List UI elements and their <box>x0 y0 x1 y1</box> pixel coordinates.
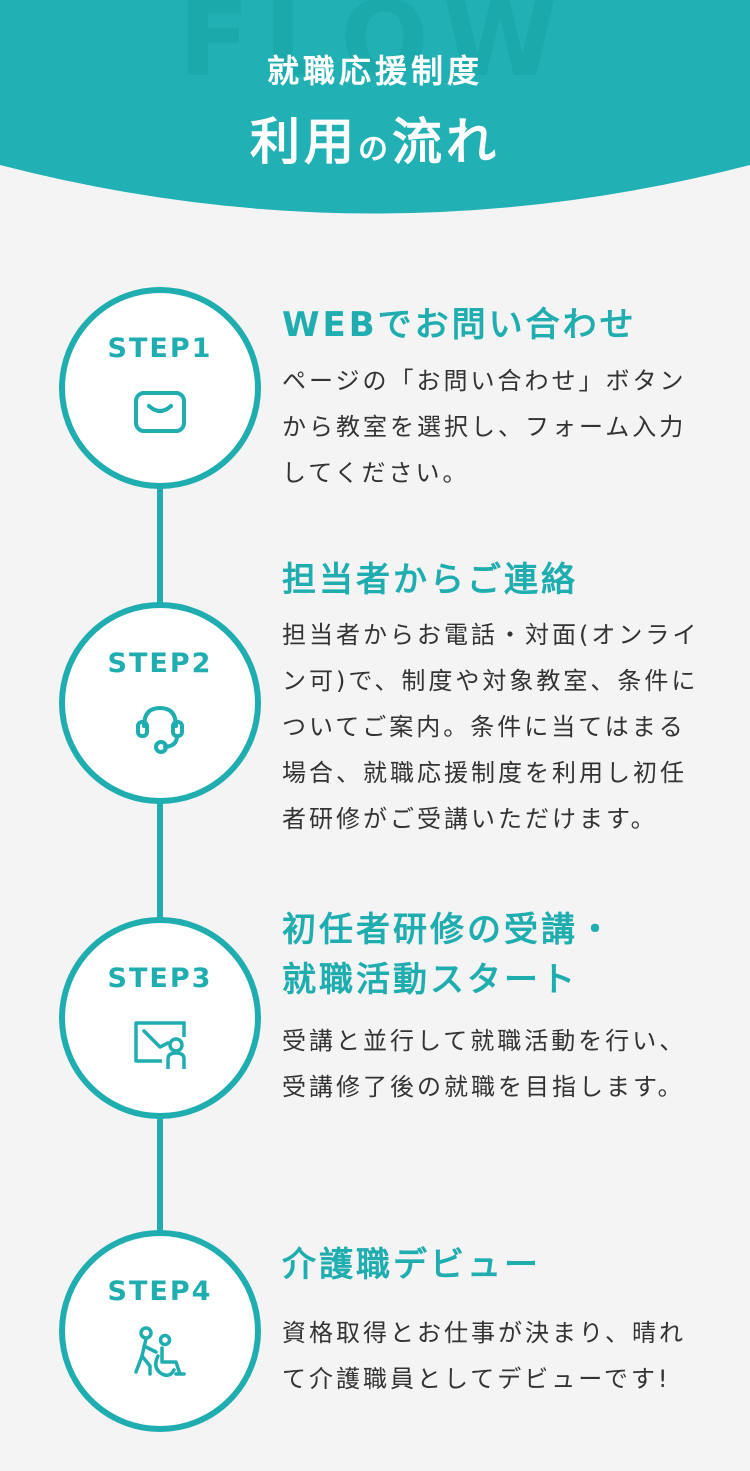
step4-description: 資格取得とお仕事が決まり、晴れて介護職員としてデビューです! <box>282 1319 687 1393</box>
step3-description: 受講と並行して就職活動を行い、受講修了後の就職を目指します。 <box>282 1027 687 1101</box>
step4-circle: STEP4 <box>59 1230 261 1432</box>
step3-label: STEP3 <box>107 963 213 994</box>
step3-title-line1: 初任者研修の受講・ <box>282 910 615 950</box>
step4-label: STEP4 <box>107 1276 213 1307</box>
step1-circle: STEP1 <box>59 287 261 489</box>
header-wave-background <box>0 0 750 214</box>
step1-description: ページの「お問い合わせ」ボタンから教室を選択し、フォーム入力してください。 <box>282 367 687 487</box>
step3-title-line2: 就職活動スタート <box>282 960 578 1000</box>
step1-title: WEBでお問い合わせ <box>282 300 722 350</box>
step4-title: 介護職デビュー <box>282 1240 722 1290</box>
step1-label: STEP1 <box>107 333 213 364</box>
header-background-word: FLOW <box>178 0 572 100</box>
page-title-particle: の <box>358 132 392 167</box>
step2-label: STEP2 <box>107 648 213 679</box>
page-header: FLOW 就職応援制度 利用の流れ <box>0 0 750 215</box>
step2-title-line: 担当者からご連絡 <box>282 560 578 600</box>
step2-title: 担当者からご連絡 <box>282 555 722 605</box>
page-title-part2: 流れ <box>392 113 500 171</box>
step2-description: 担当者からお電話・対面(オンライン可)で、制度や対象教室、条件についてご案内。条… <box>282 621 700 833</box>
step3-title: 初任者研修の受講・ 就職活動スタート <box>282 905 722 1005</box>
teacher-board-icon <box>134 1021 186 1069</box>
step4-title-line: 介護職デビュー <box>282 1245 541 1285</box>
page-title: 利用の流れ <box>0 102 750 174</box>
header-subtitle: 就職応援制度 <box>266 52 483 90</box>
caregiver-wheelchair-icon <box>134 1326 186 1378</box>
timeline-connector-line <box>157 470 163 1270</box>
step1-title-line: WEBでお問い合わせ <box>282 305 637 345</box>
step3-circle: STEP3 <box>59 917 261 1119</box>
page-title-part1: 利用 <box>250 113 358 171</box>
step2-circle: STEP2 <box>59 602 261 804</box>
envelope-icon <box>134 391 186 433</box>
headset-icon <box>136 705 184 754</box>
